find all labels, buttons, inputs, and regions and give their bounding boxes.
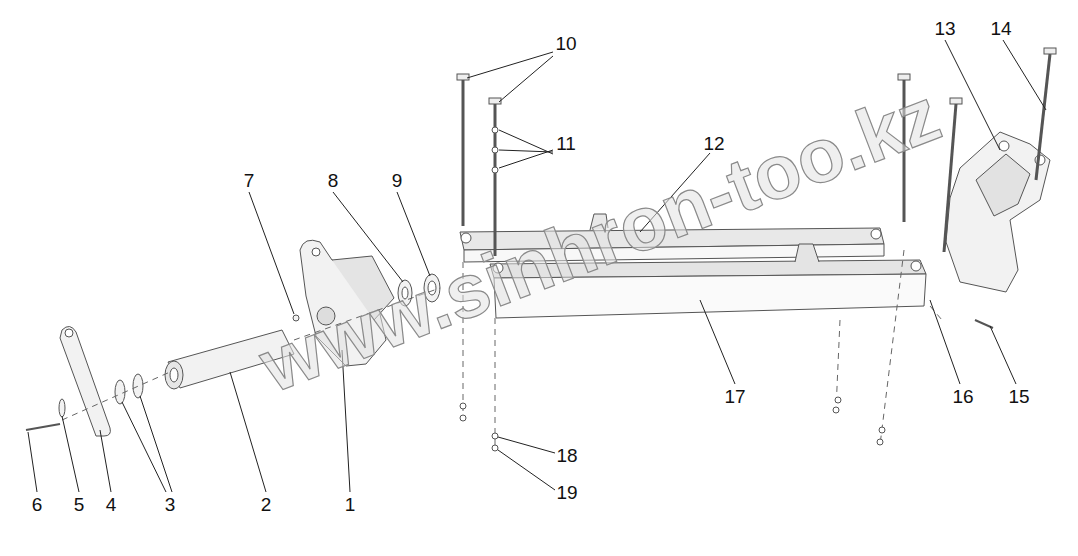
callout-number: 16 [952,387,973,406]
callout-number: 18 [556,446,577,465]
washer [115,380,125,404]
callout-number: 7 [244,171,255,190]
lever-plate [60,326,110,436]
callout-number: 6 [32,495,43,514]
callout-number: 1 [345,495,356,514]
callout-number: 14 [990,19,1011,38]
callout-number: 19 [556,483,577,502]
callout-number: 2 [261,495,272,514]
washer [133,374,143,398]
callout-number: 12 [703,134,724,153]
bracket [946,132,1050,292]
callout-number: 15 [1008,387,1029,406]
callout-number: 11 [556,134,576,153]
callout-number: 17 [724,387,745,406]
callout-number: 9 [392,171,403,190]
callout-number: 5 [74,495,85,514]
callout-number: 13 [934,19,955,38]
washer [59,399,65,417]
callout-number: 4 [106,495,117,514]
callout-number: 10 [555,34,576,53]
callout-number: 8 [328,171,339,190]
callout-number: 3 [165,495,176,514]
